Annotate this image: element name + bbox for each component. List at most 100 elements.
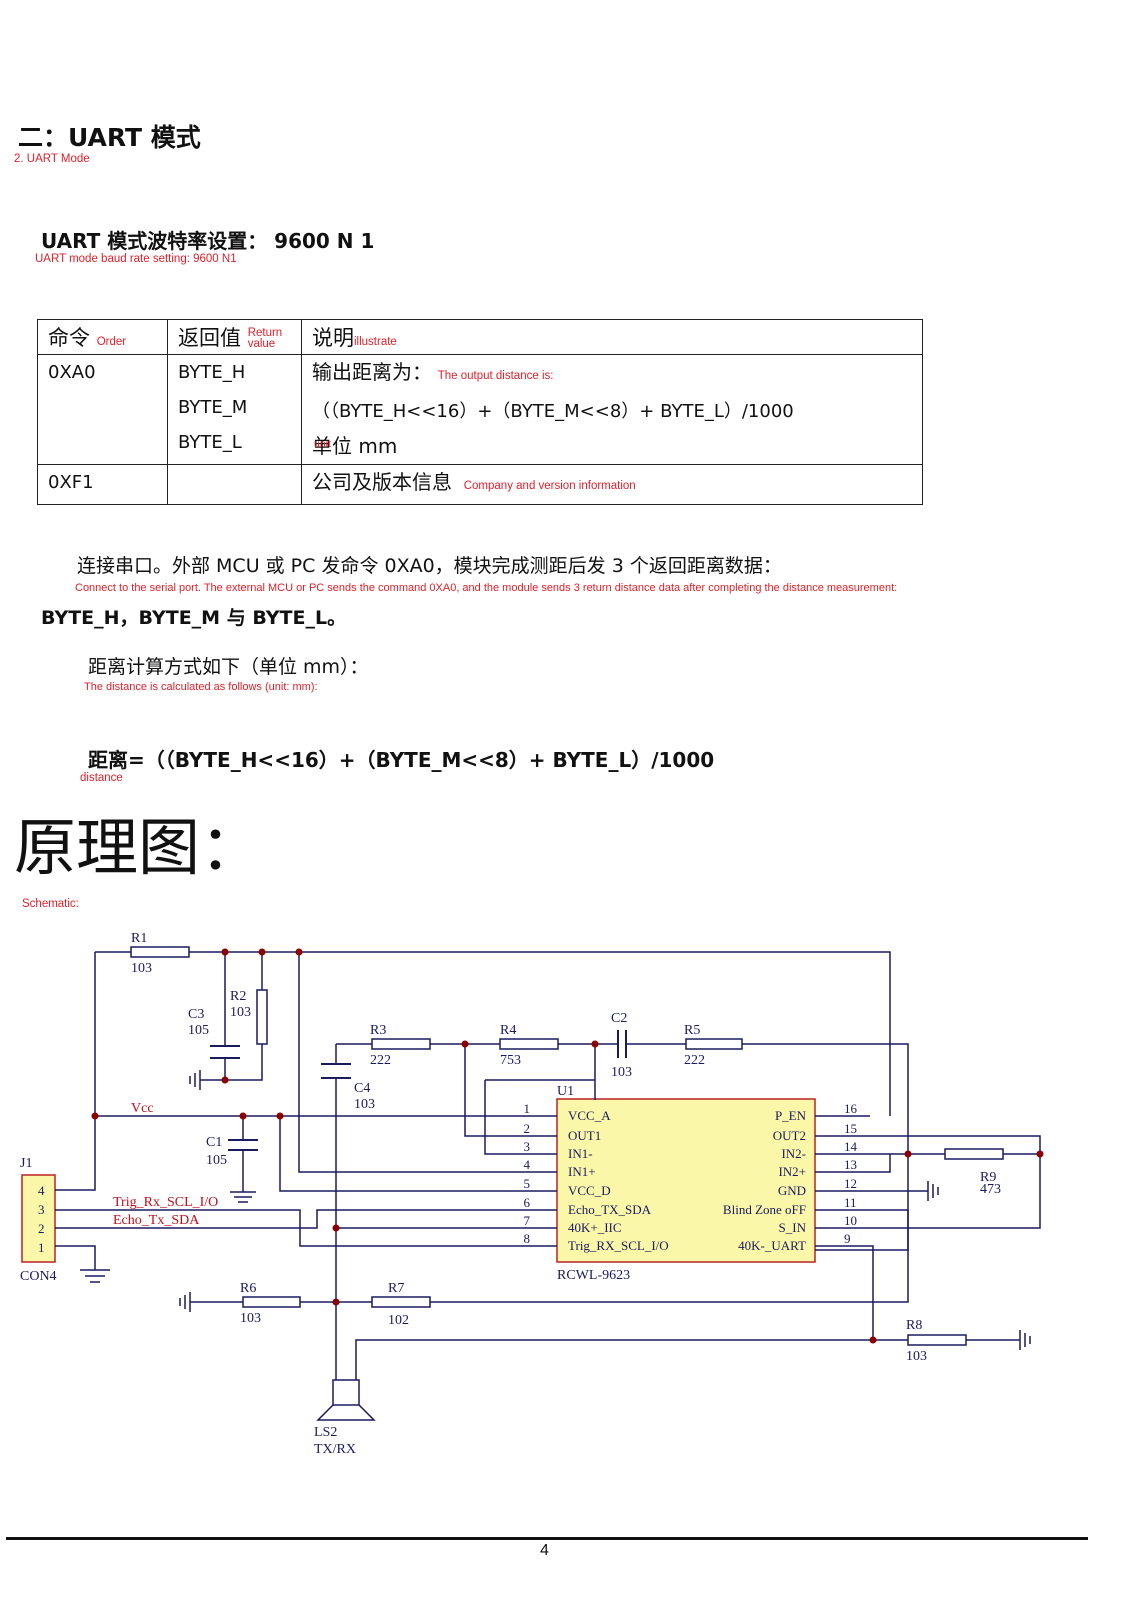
resistor-r7 — [371, 1296, 431, 1308]
ic-pin-name: S_IN — [779, 1220, 807, 1235]
resistor-r2 — [256, 989, 268, 1045]
ic-pin-number: 5 — [524, 1176, 531, 1191]
r4-ref: R4 — [500, 1023, 516, 1038]
r6-val: 103 — [240, 1311, 261, 1326]
ic-pin-name: IN1- — [568, 1146, 593, 1161]
ground-icon — [1019, 1330, 1031, 1350]
ic-pin-number: 8 — [524, 1231, 531, 1246]
r1-ref: R1 — [131, 931, 147, 946]
r7-val: 102 — [388, 1313, 409, 1328]
c1-val: 105 — [206, 1153, 227, 1168]
c1-ref: C1 — [206, 1135, 222, 1150]
r5-val: 222 — [684, 1053, 705, 1068]
ls2-ref: LS2 — [314, 1425, 337, 1440]
j1-val: CON4 — [20, 1269, 57, 1284]
ic-pin-number: 9 — [844, 1231, 851, 1246]
footer-rule — [6, 1537, 1088, 1540]
j1-pin: 4 — [38, 1183, 45, 1198]
r7-ref: R7 — [388, 1281, 404, 1296]
ic-pin-number: 15 — [844, 1121, 857, 1136]
byte-l: BYTE_L — [178, 432, 242, 453]
j1-pin: 2 — [38, 1221, 45, 1236]
c4-ref: C4 — [354, 1081, 370, 1096]
j1-connector — [21, 1174, 56, 1263]
ic-pin-name: Echo_TX_SDA — [568, 1202, 652, 1217]
page-number: 4 — [540, 1542, 549, 1559]
ls2-val: TX/RX — [314, 1442, 356, 1457]
c4-val: 103 — [354, 1097, 375, 1112]
ic-pin-name: IN2+ — [778, 1164, 806, 1179]
ic-pin-name: Trig_RX_SCL_I/O — [568, 1238, 669, 1253]
distance-formula: 距离=（（BYTE_H<<16）+（BYTE_M<<8）+ BYTE_L）/10… — [88, 748, 715, 772]
resistors — [130, 946, 1004, 1346]
r3-ref: R3 — [370, 1023, 386, 1038]
ic-pin-name: VCC_D — [568, 1183, 611, 1198]
net-trig: Trig_Rx_SCL_I/O — [113, 1195, 218, 1210]
ic-pin-number: 10 — [844, 1213, 857, 1228]
net-echo: Echo_Tx_SDA — [113, 1213, 200, 1228]
baud-setting: UART 模式波特率设置： 9600 N 1 — [41, 229, 375, 253]
r6-ref: R6 — [240, 1281, 256, 1296]
calc-heading: 距离计算方式如下（单位 mm）： — [88, 656, 369, 678]
c3-val: 105 — [188, 1023, 209, 1038]
r5-ref: R5 — [684, 1023, 700, 1038]
j1-pin: 3 — [38, 1202, 45, 1217]
r9-ref: R9 — [980, 1170, 996, 1185]
resistor-r8 — [907, 1334, 967, 1346]
byte-m: BYTE_M — [178, 397, 248, 418]
r3-val: 222 — [370, 1053, 391, 1068]
net-vcc: Vcc — [131, 1101, 154, 1116]
ground-icon — [179, 1292, 191, 1312]
capacitor-c4 — [321, 1063, 351, 1079]
baud-setting-en: UART mode baud rate setting: 9600 N1 — [35, 253, 237, 265]
ic-pin-name: 40K+_IIC — [568, 1220, 622, 1235]
desc-formula: （（BYTE_H<<16）+（BYTE_M<<8）+ BYTE_L）/1000 — [312, 401, 794, 422]
desc-cell: 输出距离为： The output distance is: （（BYTE_H<… — [301, 354, 923, 465]
resistor-r6 — [242, 1296, 301, 1308]
resistor-r4 — [499, 1038, 559, 1050]
ic-pin-number: 16 — [844, 1101, 858, 1116]
header-description: 说明illustrate — [301, 319, 923, 355]
ground-symbols — [80, 1070, 1031, 1350]
speaker-icon — [316, 1379, 376, 1421]
cmd-cell: 0XA0 — [37, 354, 168, 465]
r2-val: 103 — [230, 1005, 251, 1020]
ic-pin-number: 3 — [524, 1139, 531, 1154]
ic-pin-number: 13 — [844, 1157, 857, 1172]
ic-body — [556, 1098, 816, 1263]
paragraph-serial-cont: BYTE_H，BYTE_M 与 BYTE_L。 — [41, 607, 347, 629]
ic-pin-name: VCC_A — [568, 1108, 611, 1123]
r2-ref: R2 — [230, 989, 246, 1004]
section-heading: 二：UART 模式 — [18, 123, 201, 152]
ic-part: RCWL-9623 — [557, 1268, 630, 1283]
resistor-r3 — [371, 1038, 431, 1050]
desc-unit-en: unit — [314, 438, 331, 450]
distance-formula-en: distance — [80, 772, 123, 784]
ic-pin-number: 2 — [524, 1121, 531, 1136]
ic-pin-name: IN2- — [781, 1146, 806, 1161]
resistor-r5 — [685, 1038, 743, 1050]
ic-pin-number: 4 — [524, 1157, 531, 1172]
ground-icon — [230, 1191, 256, 1203]
ic-pin-name: OUT1 — [568, 1128, 601, 1143]
ic-pin-name: GND — [778, 1183, 806, 1198]
ground-icon — [189, 1070, 201, 1090]
capacitor-c3 — [210, 1045, 240, 1059]
r4-val: 753 — [500, 1053, 521, 1068]
r8-ref: R8 — [906, 1318, 922, 1333]
capacitors — [210, 1030, 627, 1151]
paragraph-serial: 连接串口。外部 MCU 或 PC 发命令 0XA0，模块完成测距后发 3 个返回… — [77, 555, 782, 577]
desc-cell: 公司及版本信息 Company and version information — [301, 464, 923, 505]
j1-ref: J1 — [20, 1156, 32, 1171]
r1-val: 103 — [131, 961, 152, 976]
ic-pin-number: 14 — [844, 1139, 858, 1154]
table-row: 0XA0 BYTE_H BYTE_M BYTE_L 输出距离为： The out… — [37, 354, 923, 465]
resistor-r1 — [130, 946, 190, 958]
calc-heading-en: The distance is calculated as follows (u… — [84, 681, 318, 693]
r8-val: 103 — [906, 1349, 927, 1364]
return-cell: BYTE_H BYTE_M BYTE_L — [167, 354, 302, 465]
